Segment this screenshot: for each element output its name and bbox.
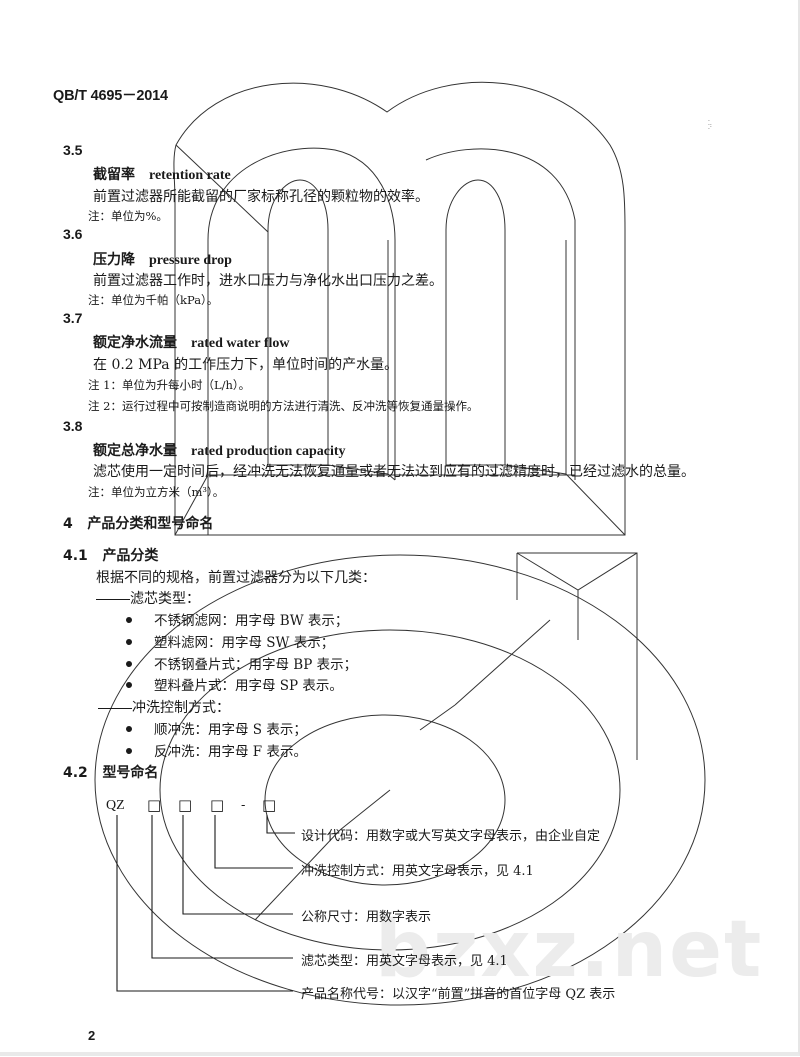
bullet-icon (126, 747, 132, 754)
term-en: rated water flow (191, 336, 290, 351)
bullet-icon (126, 616, 132, 623)
term-retention-rate: 截留率 retention rate (93, 164, 231, 184)
definition-3-7: 在 0.2 MPa 的工作压力下，单位时间的产水量。 (93, 357, 399, 373)
term-zh: 额定净水流量 (93, 335, 177, 351)
term-pressure-drop: 压力降 pressure drop (93, 249, 232, 269)
term-en: retention rate (149, 168, 231, 183)
note-3-8: 注：单位为立方米（m³）。 (88, 485, 225, 499)
section-title-4-2: 型号命名 (102, 765, 159, 781)
section-title-4: 产品分类和型号命名 (87, 516, 214, 532)
section-number-3-8: 3.8 (63, 418, 83, 434)
note-1-3-7: 注 1：单位为升每小时（L/h）。 (88, 378, 251, 392)
section-title-4-1: 产品分类 (102, 548, 159, 564)
dash-marker (96, 598, 130, 600)
section-heading-4: 4 产品分类和型号命名 (63, 513, 213, 533)
list-item-sp: 塑料叠片式：用字母 SP 表示。 (126, 674, 343, 694)
callout-design-code: 设计代码：用数字或大写英文字母表示，由企业自定 (301, 829, 601, 844)
note-3-5: 注：单位为%。 (88, 209, 168, 223)
filter-type-group-label: 滤芯类型： (96, 588, 200, 608)
standard-code-header: QB/T 4695－2014 (53, 88, 168, 104)
section-number-3-7: 3.7 (63, 310, 83, 326)
section-number-4-1: 4.1 (63, 548, 88, 564)
list-item-f: 反冲洗：用字母 F 表示。 (126, 740, 307, 760)
term-rated-production-capacity: 额定总净水量 rated production capacity (93, 440, 346, 460)
page-number: 2 (88, 1028, 96, 1043)
section-heading-4-2: 4.2 型号命名 (63, 762, 158, 782)
bullet-icon (126, 725, 132, 732)
term-en: pressure drop (149, 253, 232, 268)
list-item-s: 顺冲洗：用字母 S 表示； (126, 718, 307, 738)
section-number-3-6: 3.6 (63, 226, 83, 242)
definition-3-5: 前置过滤器所能截留的厂家标称孔径的颗粒物的效率。 (93, 189, 429, 205)
bullet-icon (126, 681, 132, 688)
bullet-icon (126, 660, 132, 667)
section-number-4-2: 4.2 (63, 765, 88, 781)
model-prefix: QZ (106, 798, 125, 813)
dash-marker (98, 707, 132, 709)
section-number-3-5: 3.5 (63, 142, 83, 158)
model-slot-filter-type: □ (147, 796, 162, 814)
callout-filter-type: 滤芯类型：用英文字母表示，见 4.1 (301, 954, 508, 969)
watermark-site-text: bzxz.net (375, 905, 764, 995)
model-slot-nominal-size: □ (178, 796, 193, 814)
note-3-6: 注：单位为千帕（kPa）。 (88, 293, 219, 307)
section-number-4: 4 (63, 516, 73, 532)
definition-3-6: 前置过滤器工作时，进水口压力与净化水出口压力之差。 (93, 273, 443, 289)
bullet-icon (126, 638, 132, 645)
term-en: rated production capacity (191, 444, 346, 459)
callout-nominal-size: 公称尺寸：用数字表示 (301, 910, 432, 925)
note-2-3-7: 注 2：运行过程中可按制造商说明的方法进行清洗、反冲洗等恢复通量操作。 (88, 399, 479, 413)
definition-3-8: 滤芯使用一定时间后，经冲洗无法恢复通量或者无法达到应有的过滤精度时，已经过滤水的… (93, 464, 695, 480)
callout-flush-control: 冲洗控制方式：用英文字母表示，见 4.1 (301, 864, 534, 879)
section-heading-4-1: 4.1 产品分类 (63, 545, 158, 565)
term-rated-water-flow: 额定净水流量 rated water flow (93, 332, 290, 352)
model-separator: - (241, 798, 246, 813)
term-zh: 压力降 (93, 252, 135, 268)
model-slot-flush-control: □ (210, 796, 225, 814)
classification-intro: 根据不同的规格，前置过滤器分为以下几类： (96, 570, 376, 586)
term-zh: 截留率 (93, 167, 135, 183)
scan-speck: ··:· (708, 118, 712, 133)
callout-product-code: 产品名称代号：以汉字“前置”拼音的首位字母 QZ 表示 (301, 987, 616, 1002)
list-item-bp: 不锈钢叠片式：用字母 BP 表示； (126, 653, 357, 673)
term-zh: 额定总净水量 (93, 443, 177, 459)
list-item-sw: 塑料滤网：用字母 SW 表示； (126, 631, 334, 651)
model-slot-design-code: □ (262, 796, 277, 814)
list-item-bw: 不锈钢滤网：用字母 BW 表示； (126, 609, 348, 629)
flush-control-group-label: 冲洗控制方式： (98, 697, 230, 717)
